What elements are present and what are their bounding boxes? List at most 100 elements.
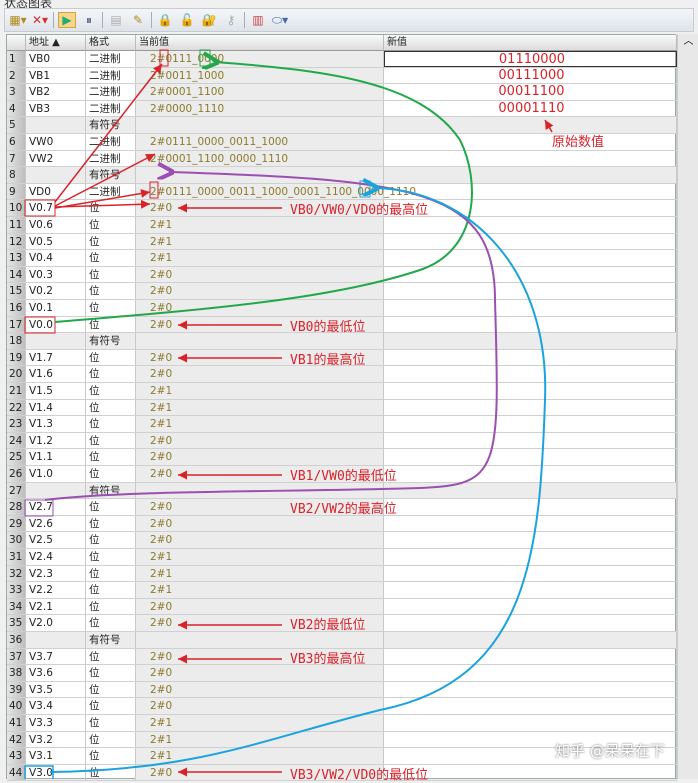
format-cell[interactable]: 位 — [86, 698, 136, 714]
address-cell[interactable]: V1.2 — [26, 432, 86, 449]
format-cell[interactable]: 有符号 — [86, 333, 136, 349]
read-icon[interactable]: ▤ — [110, 13, 122, 27]
format-cell[interactable]: 位 — [86, 349, 136, 366]
address-cell[interactable]: V3.6 — [26, 665, 86, 681]
address-cell[interactable] — [26, 167, 86, 183]
address-cell[interactable] — [26, 482, 86, 499]
format-cell[interactable]: 位 — [86, 449, 136, 465]
new-value-cell[interactable] — [384, 748, 677, 764]
address-cell[interactable]: VW0 — [26, 134, 86, 150]
new-value-cell[interactable] — [384, 715, 677, 731]
address-cell[interactable] — [26, 632, 86, 648]
format-cell[interactable]: 有符号 — [86, 117, 136, 133]
address-cell[interactable]: VB3 — [26, 100, 86, 117]
new-value-cell[interactable]: 00011100 — [384, 84, 677, 100]
format-cell[interactable]: 位 — [86, 515, 136, 532]
address-cell[interactable]: V0.7 — [26, 200, 86, 216]
new-value-cell[interactable]: 00001110 — [384, 100, 677, 117]
new-value-column-header[interactable]: 新值 — [384, 35, 677, 51]
new-value-cell[interactable] — [384, 266, 677, 283]
address-cell[interactable]: V0.5 — [26, 233, 86, 250]
current-value-column-header[interactable]: 当前值 — [136, 35, 384, 51]
new-value-cell[interactable] — [384, 333, 677, 349]
format-cell[interactable]: 位 — [86, 582, 136, 598]
address-cell[interactable]: V3.1 — [26, 748, 86, 764]
trend-view-icon[interactable]: ▥ — [252, 13, 264, 27]
new-value-cell[interactable] — [384, 648, 677, 665]
format-cell[interactable]: 位 — [86, 466, 136, 482]
new-value-cell[interactable] — [384, 764, 677, 781]
new-value-cell[interactable] — [384, 466, 677, 482]
new-value-cell[interactable] — [384, 449, 677, 465]
pause-icon[interactable]: ⏸ — [85, 12, 92, 27]
address-cell[interactable]: V3.5 — [26, 681, 86, 698]
address-cell[interactable]: V1.4 — [26, 399, 86, 416]
address-cell[interactable]: V1.6 — [26, 366, 86, 382]
format-cell[interactable]: 位 — [86, 416, 136, 432]
address-cell[interactable]: V0.3 — [26, 266, 86, 283]
address-cell[interactable]: V1.1 — [26, 449, 86, 465]
format-cell[interactable]: 位 — [86, 764, 136, 781]
format-cell[interactable]: 二进制 — [86, 67, 136, 84]
new-value-cell[interactable] — [384, 416, 677, 432]
format-cell[interactable]: 位 — [86, 665, 136, 681]
new-value-cell[interactable] — [384, 515, 677, 532]
format-cell[interactable]: 位 — [86, 432, 136, 449]
format-cell[interactable]: 位 — [86, 615, 136, 631]
address-cell[interactable]: V0.1 — [26, 300, 86, 316]
new-value-cell[interactable] — [384, 233, 677, 250]
address-cell[interactable]: V3.3 — [26, 715, 86, 731]
format-cell[interactable]: 有符号 — [86, 482, 136, 499]
format-cell[interactable]: 位 — [86, 549, 136, 565]
address-cell[interactable]: VB0 — [26, 51, 86, 67]
format-cell[interactable]: 二进制 — [86, 150, 136, 167]
new-value-cell[interactable] — [384, 532, 677, 548]
new-value-cell[interactable] — [384, 183, 677, 200]
format-cell[interactable]: 位 — [86, 283, 136, 299]
format-cell[interactable]: 位 — [86, 532, 136, 548]
read-forced-icon[interactable]: ⚷ — [226, 13, 236, 27]
format-cell[interactable]: 二进制 — [86, 51, 136, 67]
new-value-cell[interactable] — [384, 283, 677, 299]
format-cell[interactable]: 位 — [86, 681, 136, 698]
new-value-cell[interactable] — [384, 117, 677, 133]
new-value-cell[interactable] — [384, 615, 677, 631]
address-cell[interactable]: V3.4 — [26, 698, 86, 714]
new-value-cell[interactable] — [384, 250, 677, 266]
new-value-cell[interactable] — [384, 432, 677, 449]
address-cell[interactable]: VB1 — [26, 67, 86, 84]
new-value-cell[interactable] — [384, 681, 677, 698]
address-cell[interactable]: V0.0 — [26, 316, 86, 333]
format-cell[interactable]: 二进制 — [86, 183, 136, 200]
address-cell[interactable] — [26, 117, 86, 133]
new-value-cell[interactable] — [384, 482, 677, 499]
format-cell[interactable]: 位 — [86, 217, 136, 233]
scroll-up-icon[interactable]: ︿ — [683, 36, 694, 47]
format-cell[interactable]: 位 — [86, 266, 136, 283]
format-cell[interactable]: 位 — [86, 316, 136, 333]
address-cell[interactable]: V1.3 — [26, 416, 86, 432]
format-cell[interactable]: 位 — [86, 366, 136, 382]
new-value-cell[interactable] — [384, 150, 677, 167]
